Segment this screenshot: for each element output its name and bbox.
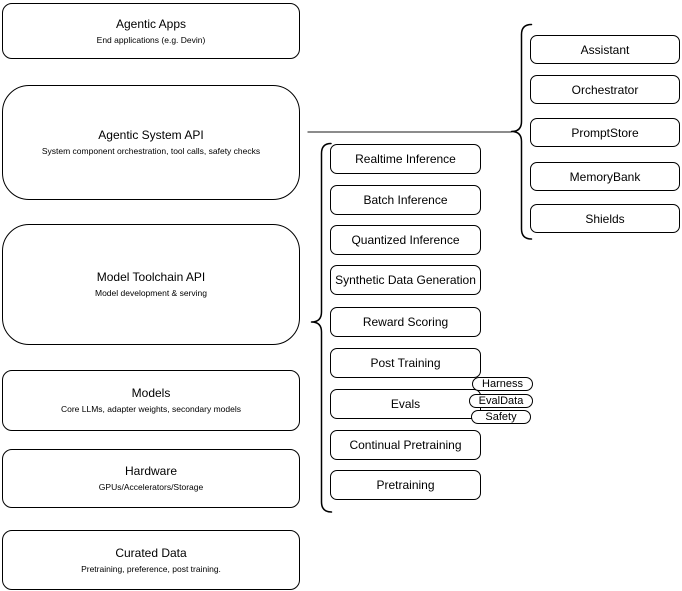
component-label: Quantized Inference (351, 233, 460, 247)
box-subtitle: End applications (e.g. Devin) (96, 34, 206, 45)
box-curated-data: Curated Data Pretraining, preference, po… (2, 530, 300, 590)
system-group-brace (510, 23, 533, 240)
box-models: Models Core LLMs, adapter weights, secon… (2, 370, 300, 431)
box-title: Models (131, 386, 171, 400)
component-label: Synthetic Data Generation (335, 273, 476, 287)
box-title: Model Toolchain API (96, 270, 206, 284)
component-post-training: Post Training (330, 348, 481, 378)
component-realtime-inference: Realtime Inference (330, 144, 481, 174)
box-hardware: Hardware GPUs/Accelerators/Storage (2, 449, 300, 508)
box-title: Hardware (124, 464, 178, 478)
component-continual-pretraining: Continual Pretraining (330, 430, 481, 460)
component-label: Orchestrator (571, 82, 639, 97)
box-agentic-system-api: Agentic System API System component orch… (2, 85, 300, 200)
box-model-toolchain-api: Model Toolchain API Model development & … (2, 224, 300, 345)
box-subtitle: Core LLMs, adapter weights, secondary mo… (60, 404, 241, 414)
eval-tag-harness: Harness (472, 377, 533, 391)
box-subtitle: GPUs/Accelerators/Storage (98, 482, 204, 492)
component-label: Pretraining (376, 478, 435, 492)
component-label: Shields (585, 211, 625, 226)
eval-tag-label: EvalData (478, 395, 524, 407)
component-label: MemoryBank (569, 169, 641, 184)
component-orchestrator: Orchestrator (530, 75, 680, 104)
toolchain-group-brace (310, 142, 333, 513)
component-evals: Evals (330, 389, 481, 419)
component-pretraining: Pretraining (330, 470, 481, 500)
eval-tag-evaldata: EvalData (469, 394, 533, 408)
component-label: Post Training (370, 356, 441, 370)
box-subtitle: System component orchestration, tool cal… (41, 146, 261, 156)
box-subtitle: Model development & serving (95, 288, 207, 298)
component-memorybank: MemoryBank (530, 162, 680, 191)
component-label: Assistant (580, 42, 630, 57)
component-assistant: Assistant (530, 35, 680, 64)
eval-tag-label: Harness (482, 378, 523, 390)
component-batch-inference: Batch Inference (330, 185, 481, 215)
component-label: Continual Pretraining (349, 438, 462, 452)
component-reward-scoring: Reward Scoring (330, 307, 481, 337)
component-label: Realtime Inference (355, 152, 456, 166)
eval-tag-label: Safety (485, 411, 517, 423)
box-agentic-apps: Agentic Apps End applications (e.g. Devi… (2, 3, 300, 59)
component-label: Batch Inference (363, 193, 448, 207)
component-quantized-inference: Quantized Inference (330, 225, 481, 255)
box-title: Agentic Apps (115, 16, 187, 31)
eval-tag-safety: Safety (471, 410, 531, 424)
component-label: Reward Scoring (362, 315, 449, 329)
box-title: Agentic System API (98, 128, 204, 142)
component-promptstore: PromptStore (530, 118, 680, 147)
component-label: Evals (390, 397, 421, 411)
component-shields: Shields (530, 204, 680, 233)
box-title: Curated Data (115, 545, 187, 560)
component-label: PromptStore (571, 125, 639, 140)
component-synthetic-data-generation: Synthetic Data Generation (330, 265, 481, 295)
box-subtitle: Pretraining, preference, post training. (81, 563, 221, 574)
